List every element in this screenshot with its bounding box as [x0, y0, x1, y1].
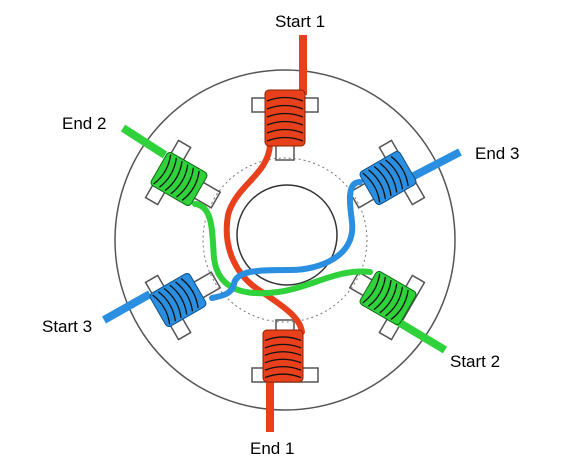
coil-turn — [373, 165, 392, 196]
label-end3: End 3 — [475, 144, 519, 163]
coil-turn — [264, 365, 302, 371]
coil-turn — [373, 280, 392, 311]
coil-turn — [175, 281, 194, 312]
coil-turn — [176, 167, 195, 198]
coil-turn — [367, 276, 387, 307]
coil-turn — [158, 157, 178, 188]
coil-turn — [164, 161, 183, 192]
label-start3: Start 3 — [42, 317, 92, 336]
coil-turn — [266, 120, 304, 126]
rotor-bore — [236, 184, 338, 286]
coil-turn — [266, 128, 304, 134]
phase3-start-lead — [102, 290, 152, 324]
coil-turn — [264, 336, 302, 342]
coil-turn — [379, 162, 398, 193]
coil-turn — [264, 351, 302, 356]
coil-turn — [152, 294, 171, 325]
coil-turn — [153, 154, 172, 185]
coil-turn — [367, 169, 387, 200]
coil-turn — [264, 343, 302, 349]
coil-turn — [379, 283, 398, 314]
label-end2: End 2 — [62, 114, 106, 133]
coil-turn — [266, 104, 304, 110]
coil-turn — [385, 159, 404, 190]
phase3-crossover-wire — [209, 179, 363, 301]
phase2-crossover-wire — [192, 201, 373, 297]
phase1-bottom-coil — [262, 329, 304, 383]
coil-turn — [163, 287, 182, 318]
coil-turn — [362, 273, 381, 304]
phase2-winding — [120, 124, 448, 354]
label-start2: Start 2 — [450, 352, 500, 371]
coil-turn — [264, 373, 302, 379]
coil-turn — [169, 284, 188, 315]
phase2-end-lead — [120, 124, 168, 159]
phase3-end-lead — [408, 148, 462, 182]
coil-turn — [180, 278, 199, 309]
coil-turn — [266, 96, 304, 102]
coil-turn — [264, 358, 302, 364]
phase1-winding — [223, 35, 307, 432]
stator-bore-ring — [202, 157, 368, 323]
phase1-top-coil — [264, 89, 306, 147]
coil-turn — [170, 164, 189, 195]
phase3-lower-coil — [149, 273, 207, 327]
phase3-upper-coil — [359, 151, 417, 205]
phase1-crossover-wire — [223, 142, 305, 335]
label-start1: Start 1 — [275, 12, 325, 31]
coil-turn — [385, 286, 404, 317]
phase2-upper-coil — [150, 152, 208, 206]
phase2-lower-coil — [359, 271, 417, 325]
coil-turn — [390, 156, 409, 187]
coil-turn — [157, 291, 177, 322]
coil-turn — [266, 136, 304, 142]
label-end1: End 1 — [250, 439, 294, 458]
coil-turn — [181, 170, 200, 201]
phase2-start-lead — [392, 316, 448, 354]
coil-turn — [390, 289, 409, 320]
coil-turn — [266, 112, 304, 118]
coil-turn — [362, 172, 381, 203]
phase3-winding — [102, 148, 462, 327]
